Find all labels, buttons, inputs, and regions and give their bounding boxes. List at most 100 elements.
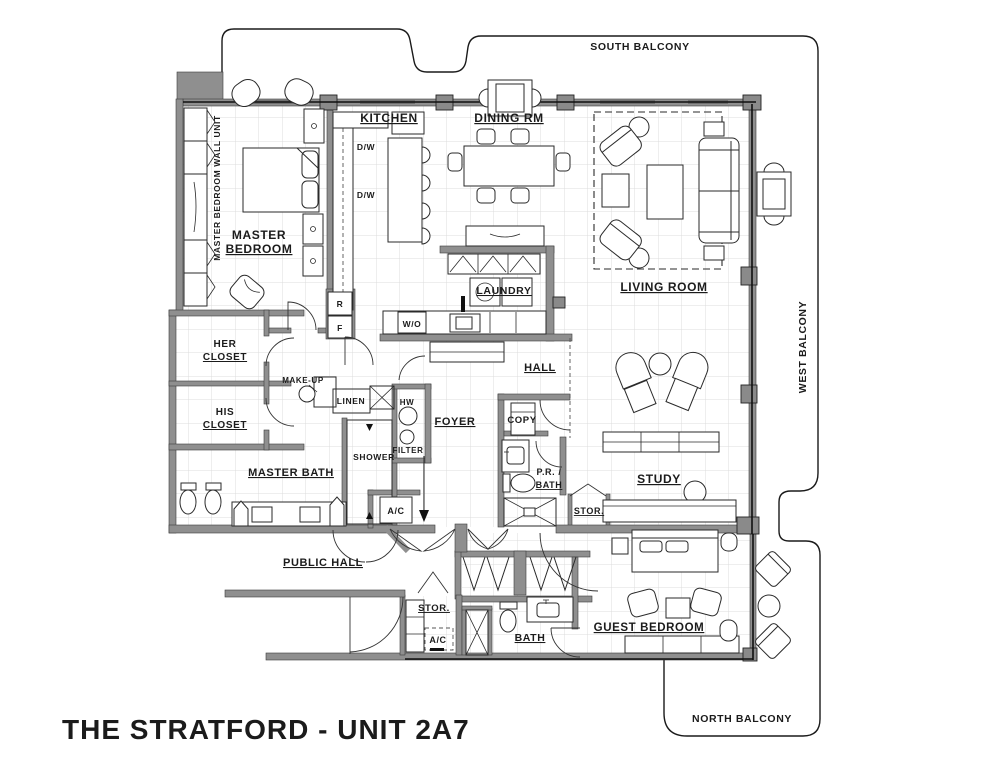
powder-fixtures	[501, 439, 536, 493]
label-guest-bedroom: GUEST BEDROOM	[594, 622, 705, 634]
dining-set	[447, 128, 571, 204]
label-guest-bath: BATH	[515, 632, 546, 644]
nightstand	[611, 532, 738, 555]
storage-shelves	[405, 599, 454, 653]
wall-segment	[263, 429, 270, 451]
door-arc	[344, 336, 374, 366]
label-south-balcony: SOUTH BALCONY	[590, 41, 689, 53]
label-wall-oven: W/O	[403, 319, 422, 329]
door-arc	[569, 483, 607, 497]
kitchen-counter	[332, 111, 425, 311]
wall-segment	[175, 98, 184, 315]
label-ac-2: A/C	[429, 635, 446, 645]
coffee-table	[646, 164, 684, 220]
window-lines	[183, 101, 756, 660]
bedroom-chair	[229, 274, 265, 310]
label-his-line2: CLOSET	[203, 420, 247, 431]
living-chair	[599, 116, 650, 269]
label-her-line1: HER	[214, 339, 237, 350]
doors	[265, 301, 607, 658]
door-arc	[265, 397, 295, 427]
door-arc	[539, 399, 571, 431]
furniture	[179, 78, 792, 659]
water-heater	[398, 406, 418, 445]
label-master-bath: MASTER BATH	[248, 467, 334, 479]
labels: THE STRATFORD - UNIT 2A7 SOUTH BALCONY W…	[62, 41, 809, 745]
wall-segment	[571, 556, 579, 630]
wall-segment	[168, 309, 177, 534]
wall-segment	[263, 361, 270, 405]
column	[736, 516, 760, 535]
shaft	[465, 609, 489, 656]
label-master-line1: MASTER	[232, 228, 286, 242]
wall-segment	[513, 550, 527, 596]
label-hall: HALL	[524, 362, 556, 374]
wall-unit-cabinets	[183, 107, 216, 307]
wall-segment	[224, 589, 406, 598]
door-arc	[332, 529, 366, 563]
column	[740, 384, 758, 404]
guest-bath-fixtures	[499, 596, 574, 633]
label-stor-study: STOR.	[574, 506, 604, 516]
guest-dresser	[624, 619, 740, 654]
wall-segment	[168, 380, 292, 387]
label-west-balcony: WEST BALCONY	[797, 301, 809, 393]
label-kitchen: KITCHEN	[360, 111, 418, 125]
label-dining: DINING RM	[474, 111, 543, 125]
wall-segment	[455, 594, 463, 656]
label-foyer: FOYER	[435, 416, 476, 428]
label-laundry: LAUNDRY	[476, 285, 531, 297]
duct	[369, 385, 395, 410]
door-arc	[535, 440, 563, 468]
study-desk	[602, 480, 737, 523]
copy-machine	[510, 402, 536, 436]
wall-segment	[176, 71, 224, 104]
hall-console	[429, 341, 505, 363]
door-arc	[486, 528, 509, 550]
wall-segment	[439, 245, 555, 254]
door-arc	[398, 355, 426, 381]
wall-segment	[424, 383, 432, 464]
study-credenza	[602, 431, 720, 453]
balcony-chair	[284, 78, 314, 106]
label-pr-line2: BATH	[536, 480, 563, 490]
study-chairs	[615, 351, 709, 414]
label-his-line1: HIS	[216, 407, 234, 418]
label-hw: HW	[400, 398, 415, 407]
dining-buffet	[465, 225, 545, 247]
guest-closet-rods	[462, 556, 577, 592]
balcony-table	[478, 79, 542, 117]
entry-arrow	[419, 456, 429, 522]
kitchen-hall-counter	[382, 296, 547, 335]
label-living-room: LIVING ROOM	[620, 280, 707, 294]
door-arc	[265, 337, 295, 367]
master-bed	[242, 147, 320, 213]
label-wall-unit: MASTER BEDROOM WALL UNIT	[212, 115, 222, 261]
wall-segment	[461, 605, 493, 611]
shower-stall	[346, 419, 393, 525]
wall-segment	[545, 245, 555, 342]
guest-chairs	[627, 587, 722, 619]
label-filter: FILTER	[392, 446, 423, 455]
balcony-table	[756, 162, 792, 226]
wall-segment	[454, 523, 468, 553]
label-public-hall: PUBLIC HALL	[283, 557, 363, 569]
wall-segment	[268, 327, 292, 334]
wall-segment	[168, 443, 305, 451]
sofa	[698, 121, 740, 261]
wall-segment	[497, 393, 571, 401]
wall-segment	[454, 550, 462, 600]
wall-segment	[367, 489, 374, 529]
label-her-line2: CLOSET	[203, 352, 247, 363]
dresser	[302, 108, 325, 277]
label-shower: SHOWER	[353, 452, 395, 462]
label-master-line2: BEDROOM	[226, 242, 293, 256]
balcony-lounge	[755, 551, 791, 659]
balcony-outline	[221, 28, 821, 737]
label-fridge: R	[337, 299, 344, 309]
door-arc	[389, 528, 423, 552]
door-arc	[550, 627, 581, 658]
makeup-vanity	[298, 376, 337, 408]
